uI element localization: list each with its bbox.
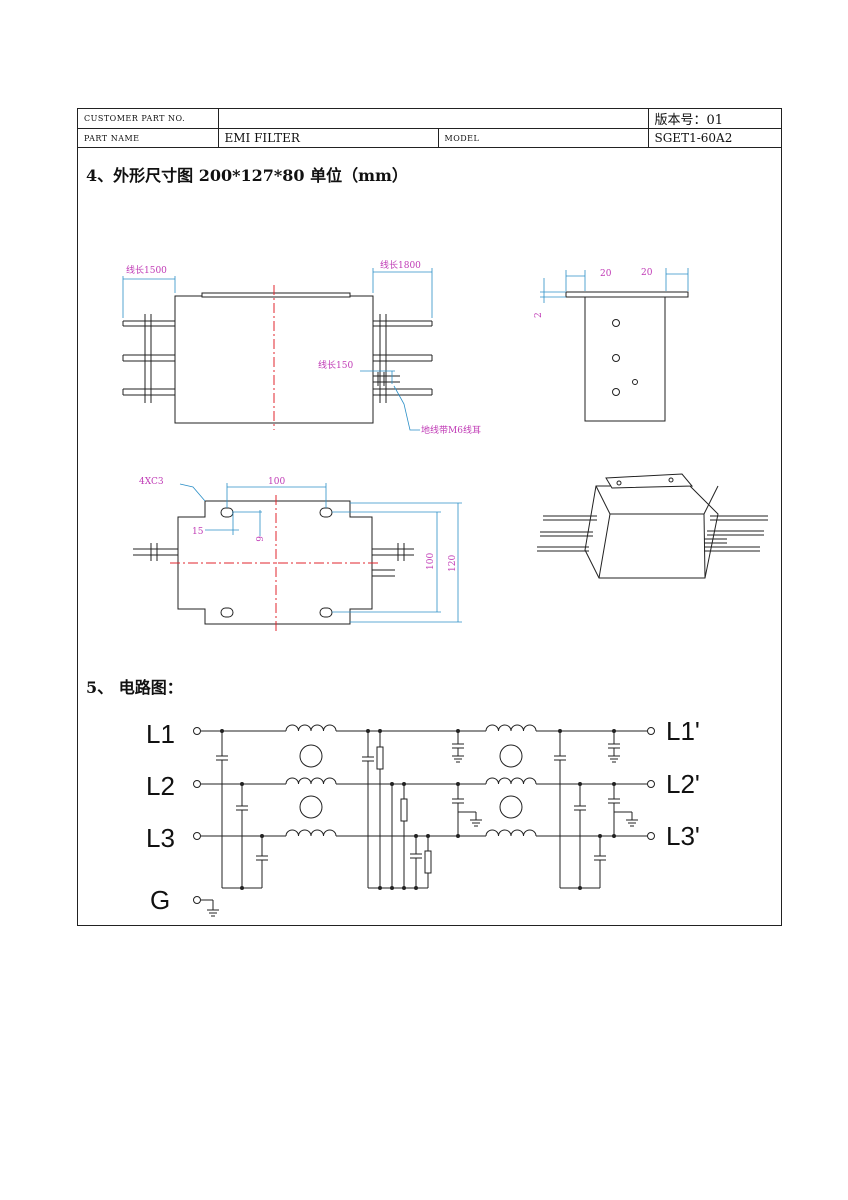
lead-length-right: 线长1800 xyxy=(380,259,421,271)
iso-view xyxy=(537,473,768,579)
hole-span-label: 100 xyxy=(426,553,436,570)
chamfer-label: 4XC3 xyxy=(139,477,164,487)
input-label-l1: L1 xyxy=(146,719,175,749)
input-label-l2: L2 xyxy=(146,771,175,801)
side-dim-20-b: 20 xyxy=(641,268,653,278)
side-view xyxy=(565,291,689,422)
front-view xyxy=(122,292,433,424)
ground-label-g: G xyxy=(150,885,170,915)
version-label: 版本号：01 xyxy=(647,109,781,129)
output-label-l3: L3' xyxy=(666,821,700,851)
side-dim-20-a: 20 xyxy=(600,269,612,279)
ground-lug-note: 地线带M6线耳 xyxy=(421,424,481,436)
circuit-diagram xyxy=(193,724,655,917)
title-block: CUSTOMER PART NO. 版本号：01 PART NAME EMI F… xyxy=(78,109,781,148)
output-label-l1: L1' xyxy=(666,716,700,746)
section-5-title: 5、 电路图： xyxy=(86,678,183,697)
hole-pitch-label: 100 xyxy=(268,477,285,487)
lead-length-left: 线长1500 xyxy=(126,264,167,276)
height-120-label: 120 xyxy=(448,555,458,572)
input-label-l3: L3 xyxy=(146,823,175,853)
junction-dots xyxy=(220,729,616,890)
side-dim-2: 2 xyxy=(534,312,544,318)
output-label-l2: L2' xyxy=(666,769,700,799)
model-value: SGET1-60A2 xyxy=(647,128,781,148)
spec-sheet: CUSTOMER PART NO. 版本号：01 PART NAME EMI F… xyxy=(77,108,782,926)
offset-15-label: 15 xyxy=(192,527,204,537)
offset-6-label: 6 xyxy=(253,536,263,542)
lead-length-ground: 线长150 xyxy=(318,359,353,371)
part-name-value: EMI FILTER xyxy=(217,128,439,148)
section-4-title: 4、外形尺寸图 200*127*80 单位（mm） xyxy=(86,166,408,185)
